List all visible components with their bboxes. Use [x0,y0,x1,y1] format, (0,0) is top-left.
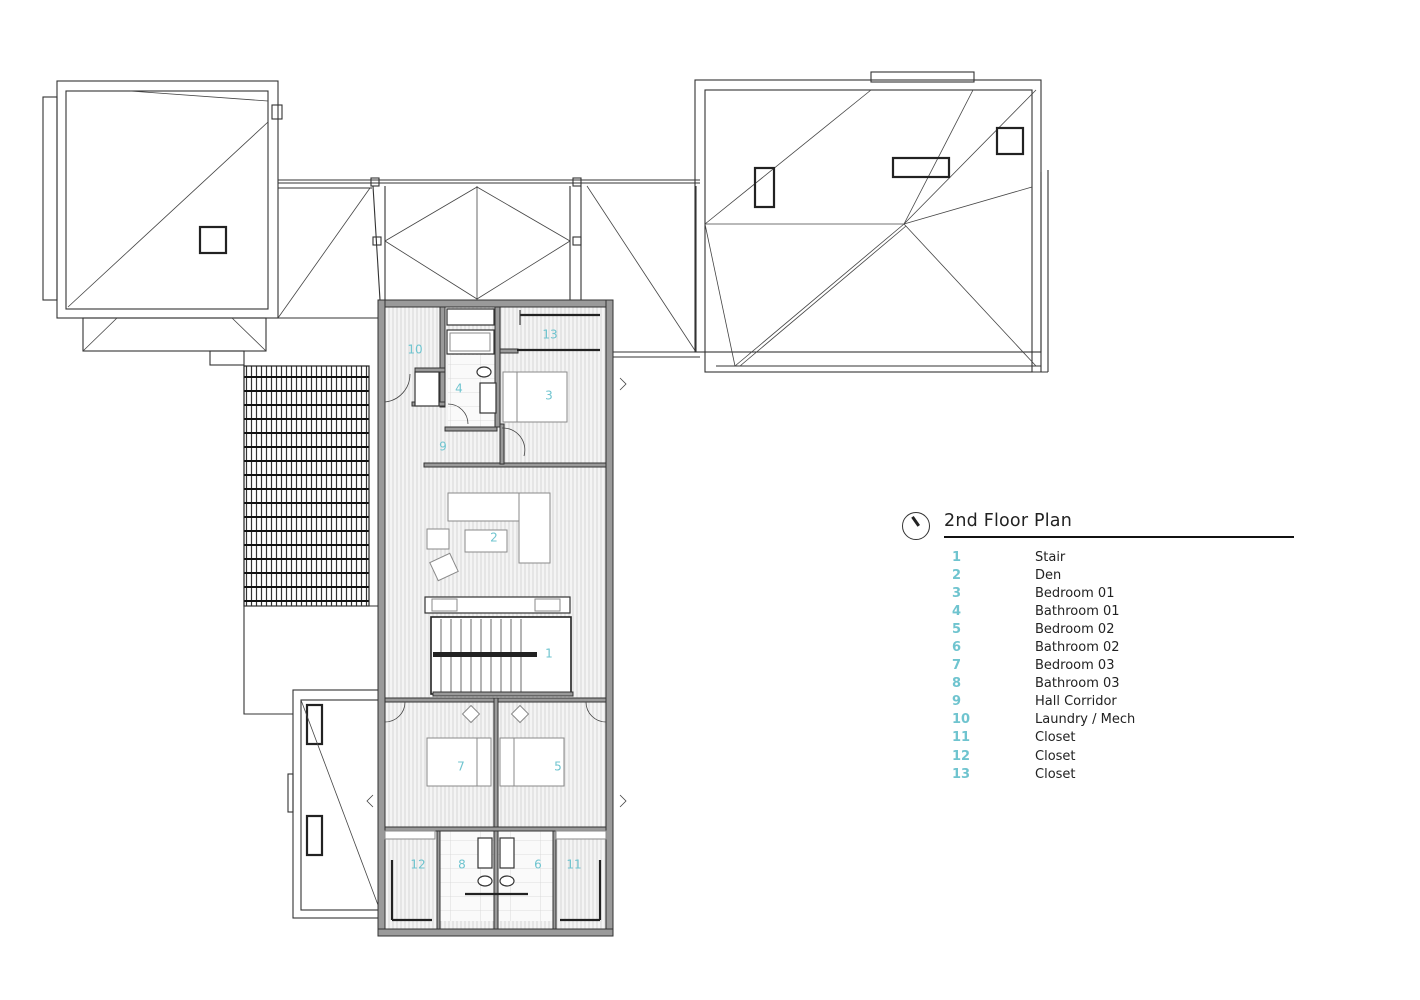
legend-item: 12 Closet [902,747,1294,765]
legend-label: Bedroom 01 [1035,585,1115,601]
legend-item: 13 Closet [902,765,1294,783]
legend-item: 11 Closet [902,729,1294,747]
legend-number: 5 [952,621,962,637]
legend-item: 4 Bathroom 01 [902,602,1294,620]
room-label-3: 3 [545,389,553,403]
legend-number: 2 [952,567,962,583]
north-arrow-icon [902,512,930,540]
legend-item: 7 Bedroom 03 [902,657,1294,675]
legend-item: 2 Den [902,566,1294,584]
roof-middle [277,177,700,358]
legend-label: Closet [1035,730,1076,746]
legend-number: 13 [952,766,971,782]
room-label-10: 10 [407,343,422,357]
main-building [366,299,627,937]
legend-label: Stair [1035,549,1066,565]
legend-label: Bedroom 02 [1035,621,1115,637]
legend: 2nd Floor Plan 1 Stair 2 Den 3 Bedroom 01 4… [902,510,1294,783]
legend-header: 2nd Floor Plan [902,510,1294,540]
legend-number: 7 [952,658,962,674]
legend-number: 6 [952,640,962,656]
room-label-8: 8 [458,858,466,872]
roof-lower-left [287,689,380,919]
legend-label: Bathroom 01 [1035,603,1120,619]
room-label-12: 12 [410,858,425,872]
legend-number: 9 [952,694,962,710]
legend-title: 2nd Floor Plan [944,511,1073,531]
legend-number: 11 [952,730,971,746]
room-label-13: 13 [542,328,557,342]
room-label-9: 9 [439,440,447,454]
legend-label: Laundry / Mech [1035,712,1136,728]
room-label-6: 6 [534,858,542,872]
room-labels: 1 2 3 4 5 6 7 8 9 10 11 12 13 [407,328,581,872]
room-label-2: 2 [490,531,498,545]
legend-number: 1 [952,549,962,565]
roof-right [694,71,1049,373]
roof-left [42,80,283,366]
room-label-7: 7 [457,760,465,774]
room-label-4: 4 [455,382,463,396]
legend-item: 8 Bathroom 03 [902,675,1294,693]
legend-item: 10 Laundry / Mech [902,711,1294,729]
legend-label: Closet [1035,748,1076,764]
legend-label: Closet [1035,766,1076,782]
legend-number: 10 [952,712,971,728]
legend-number: 4 [952,603,962,619]
room-label-5: 5 [554,760,562,774]
legend-label: Hall Corridor [1035,694,1117,710]
legend-number: 3 [952,585,962,601]
legend-item: 1 Stair [902,548,1294,566]
legend-item: 5 Bedroom 02 [902,620,1294,638]
legend-item: 9 Hall Corridor [902,693,1294,711]
legend-number: 12 [952,748,971,764]
legend-number: 8 [952,676,962,692]
legend-item: 6 Bathroom 02 [902,638,1294,656]
legend-item: 3 Bedroom 01 [902,584,1294,602]
deck-grid [243,365,378,715]
legend-label: Bathroom 02 [1035,640,1120,656]
legend-label: Bedroom 03 [1035,658,1115,674]
room-label-1: 1 [545,647,553,661]
legend-label: Den [1035,567,1062,583]
legend-divider [944,536,1294,538]
room-label-11: 11 [566,858,581,872]
legend-label: Bathroom 03 [1035,676,1120,692]
